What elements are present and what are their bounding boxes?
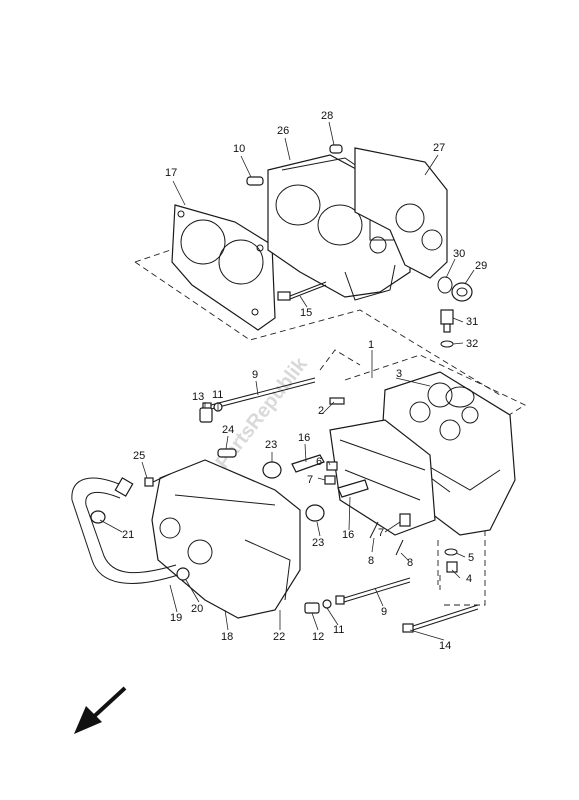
- callout-28: 28: [321, 110, 333, 122]
- front-direction-arrow-icon: [74, 686, 127, 734]
- spark-plug-16-lower: [337, 479, 369, 498]
- hose-clamp-21: [90, 510, 106, 524]
- stud-8-lower: [395, 539, 404, 556]
- callout-29: 29: [475, 260, 487, 272]
- plug-4: [446, 561, 458, 573]
- callout-12: 12: [312, 631, 324, 643]
- dowel-pin-28: [329, 144, 343, 154]
- callout-21: 21: [122, 529, 134, 541]
- cylinder-head-cover: [151, 459, 301, 619]
- callout-11-lower: 11: [333, 624, 344, 636]
- bolt-15: [277, 281, 327, 301]
- callout-7-lower: 7: [378, 527, 384, 539]
- callout-4: 4: [466, 573, 472, 585]
- bolt-2: [329, 397, 345, 405]
- callout-6: 6: [316, 456, 322, 468]
- camshaft-cap-22: [329, 419, 436, 536]
- callout-13: 13: [192, 391, 204, 403]
- callout-23-lower: 23: [312, 537, 324, 549]
- o-ring-30: [437, 276, 453, 294]
- washer-5: [444, 548, 458, 556]
- bolt-12: [304, 602, 320, 614]
- callout-16-upper: 16: [298, 432, 310, 444]
- plug-seal-23-lower: [305, 504, 325, 522]
- callout-20: 20: [191, 603, 203, 615]
- callout-26: 26: [277, 125, 289, 137]
- stud-8-upper: [369, 521, 379, 539]
- callout-11-upper: 11: [212, 389, 223, 401]
- callout-labels: 1 2 3 4 5 6 7 7 8 8 9 9 10 11 11 12 13 1…: [122, 110, 487, 652]
- temperature-sensor-31: [440, 309, 454, 333]
- nut-7-lower: [399, 513, 411, 527]
- callout-16-lower: 16: [342, 529, 354, 541]
- callout-10: 10: [233, 143, 245, 155]
- callout-18: 18: [221, 631, 233, 643]
- hose-clamp-20: [176, 567, 190, 581]
- callout-19: 19: [170, 612, 182, 624]
- dowel-pin-24: [217, 448, 237, 458]
- nut-7-upper: [324, 475, 336, 485]
- callout-30: 30: [453, 248, 465, 260]
- bolt-14: [402, 604, 479, 633]
- callout-15: 15: [300, 307, 312, 319]
- cylinder-base-gasket: [171, 204, 276, 331]
- callout-32: 32: [466, 338, 478, 350]
- callout-31: 31: [466, 316, 478, 328]
- callout-7-upper: 7: [307, 474, 313, 486]
- nut-13: [199, 407, 213, 423]
- spark-plug-16-upper: [291, 454, 325, 473]
- callout-9-upper: 9: [252, 369, 258, 381]
- callout-9-lower: 9: [381, 606, 387, 618]
- washer-11-lower: [322, 599, 332, 609]
- callout-24: 24: [222, 424, 234, 436]
- breather-hose-19: [71, 477, 179, 584]
- dowel-pin-10: [246, 176, 264, 186]
- callout-23-upper: 23: [265, 439, 277, 451]
- callout-27: 27: [433, 142, 445, 154]
- callout-14: 14: [439, 640, 451, 652]
- washer-32: [440, 340, 454, 348]
- bolt-9-lower: [335, 577, 411, 605]
- callout-17: 17: [165, 167, 177, 179]
- lower-group: [71, 349, 526, 633]
- callout-8-upper: 8: [368, 555, 374, 567]
- callout-22: 22: [273, 631, 285, 643]
- callout-25: 25: [133, 450, 145, 462]
- cylinder-head-gasket: [354, 147, 448, 279]
- callout-3: 3: [396, 368, 402, 380]
- cap-29: [451, 282, 473, 302]
- stud-6: [326, 461, 338, 471]
- callout-1: 1: [368, 339, 374, 351]
- bolt-25: [144, 473, 171, 487]
- upper-group: [134, 144, 501, 396]
- leader-lines: [99, 121, 475, 641]
- callout-8-lower: 8: [407, 557, 413, 569]
- callout-2: 2: [318, 405, 324, 417]
- plug-seal-23-upper: [262, 461, 282, 479]
- callout-5: 5: [468, 552, 474, 564]
